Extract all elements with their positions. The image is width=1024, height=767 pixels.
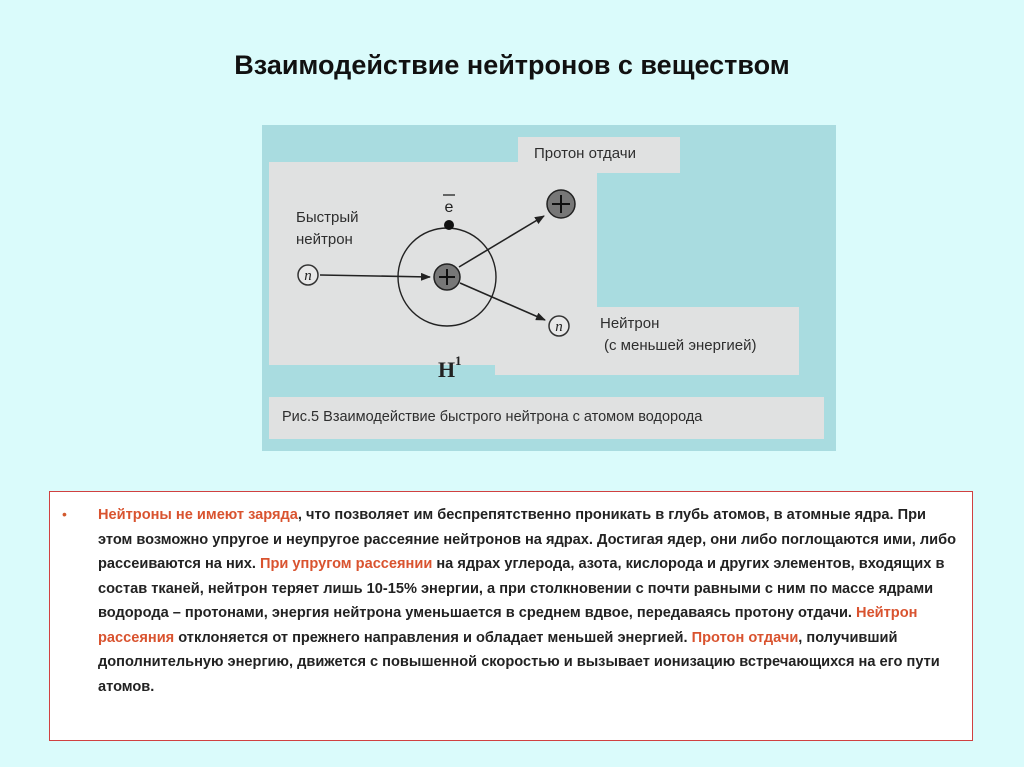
fast-neutron-label-line2: нейтрон — [296, 231, 353, 248]
fast-neutron-symbol: n — [304, 268, 312, 284]
figure-panel — [269, 137, 799, 375]
fast-neutron-label-line1: Быстрый — [296, 209, 359, 226]
text-segment-3: отклоняется от прежнего направления и об… — [174, 629, 692, 646]
atom-label-superscript: 1 — [455, 353, 462, 368]
highlight-recoil-proton: Протон отдачи — [691, 629, 799, 646]
text-segment-4: , получивший дополнительную энергию, дви… — [98, 629, 940, 695]
figure-drawing: n n e H 1 — [269, 137, 824, 439]
text-segment-2: на ядрах углерода, азота, кислорода и др… — [98, 556, 945, 621]
incoming-neutron-arrow — [319, 272, 431, 281]
slide-title: Взаимодействие нейтронов с веществом — [234, 50, 790, 80]
highlight-scattered-neutron: Нейтрон рассеяния — [98, 605, 918, 646]
bullet-marker: • — [62, 506, 67, 522]
electron-particle — [444, 220, 454, 230]
description-paragraph: Нейтроны не имеют заряда, что позволяет … — [98, 503, 958, 699]
atom-label: H — [438, 357, 455, 382]
description-box: • Нейтроны не имеют заряда, что позволяе… — [49, 491, 973, 741]
highlight-no-charge: Нейтроны не имеют заряда — [98, 507, 298, 523]
recoil-proton-arrow — [458, 215, 545, 268]
text-segment-1: , что позволяет им беспрепятственно прон… — [98, 507, 956, 572]
scattered-neutron-symbol: n — [555, 319, 563, 335]
figure-caption: Рис.5 Взаимодействие быстрого нейтрона с… — [282, 409, 703, 425]
highlight-elastic-scattering: При упругом рассеянии — [260, 556, 433, 572]
recoil-proton-label: Протон отдачи — [534, 145, 636, 162]
scattered-neutron-arrow — [459, 282, 546, 321]
scattered-neutron-particle — [548, 315, 570, 337]
neutron-interaction-figure: n n e H 1 Быстрый нейтрон Протон отдачи … — [262, 125, 836, 451]
scattered-neutron-label-line1: Нейтрон — [600, 315, 660, 332]
fast-neutron-particle — [297, 264, 319, 286]
caption-panel — [269, 397, 824, 439]
scattered-neutron-label-line2: (с меньшей энергией) — [604, 337, 757, 354]
electron-label: e — [445, 199, 454, 216]
